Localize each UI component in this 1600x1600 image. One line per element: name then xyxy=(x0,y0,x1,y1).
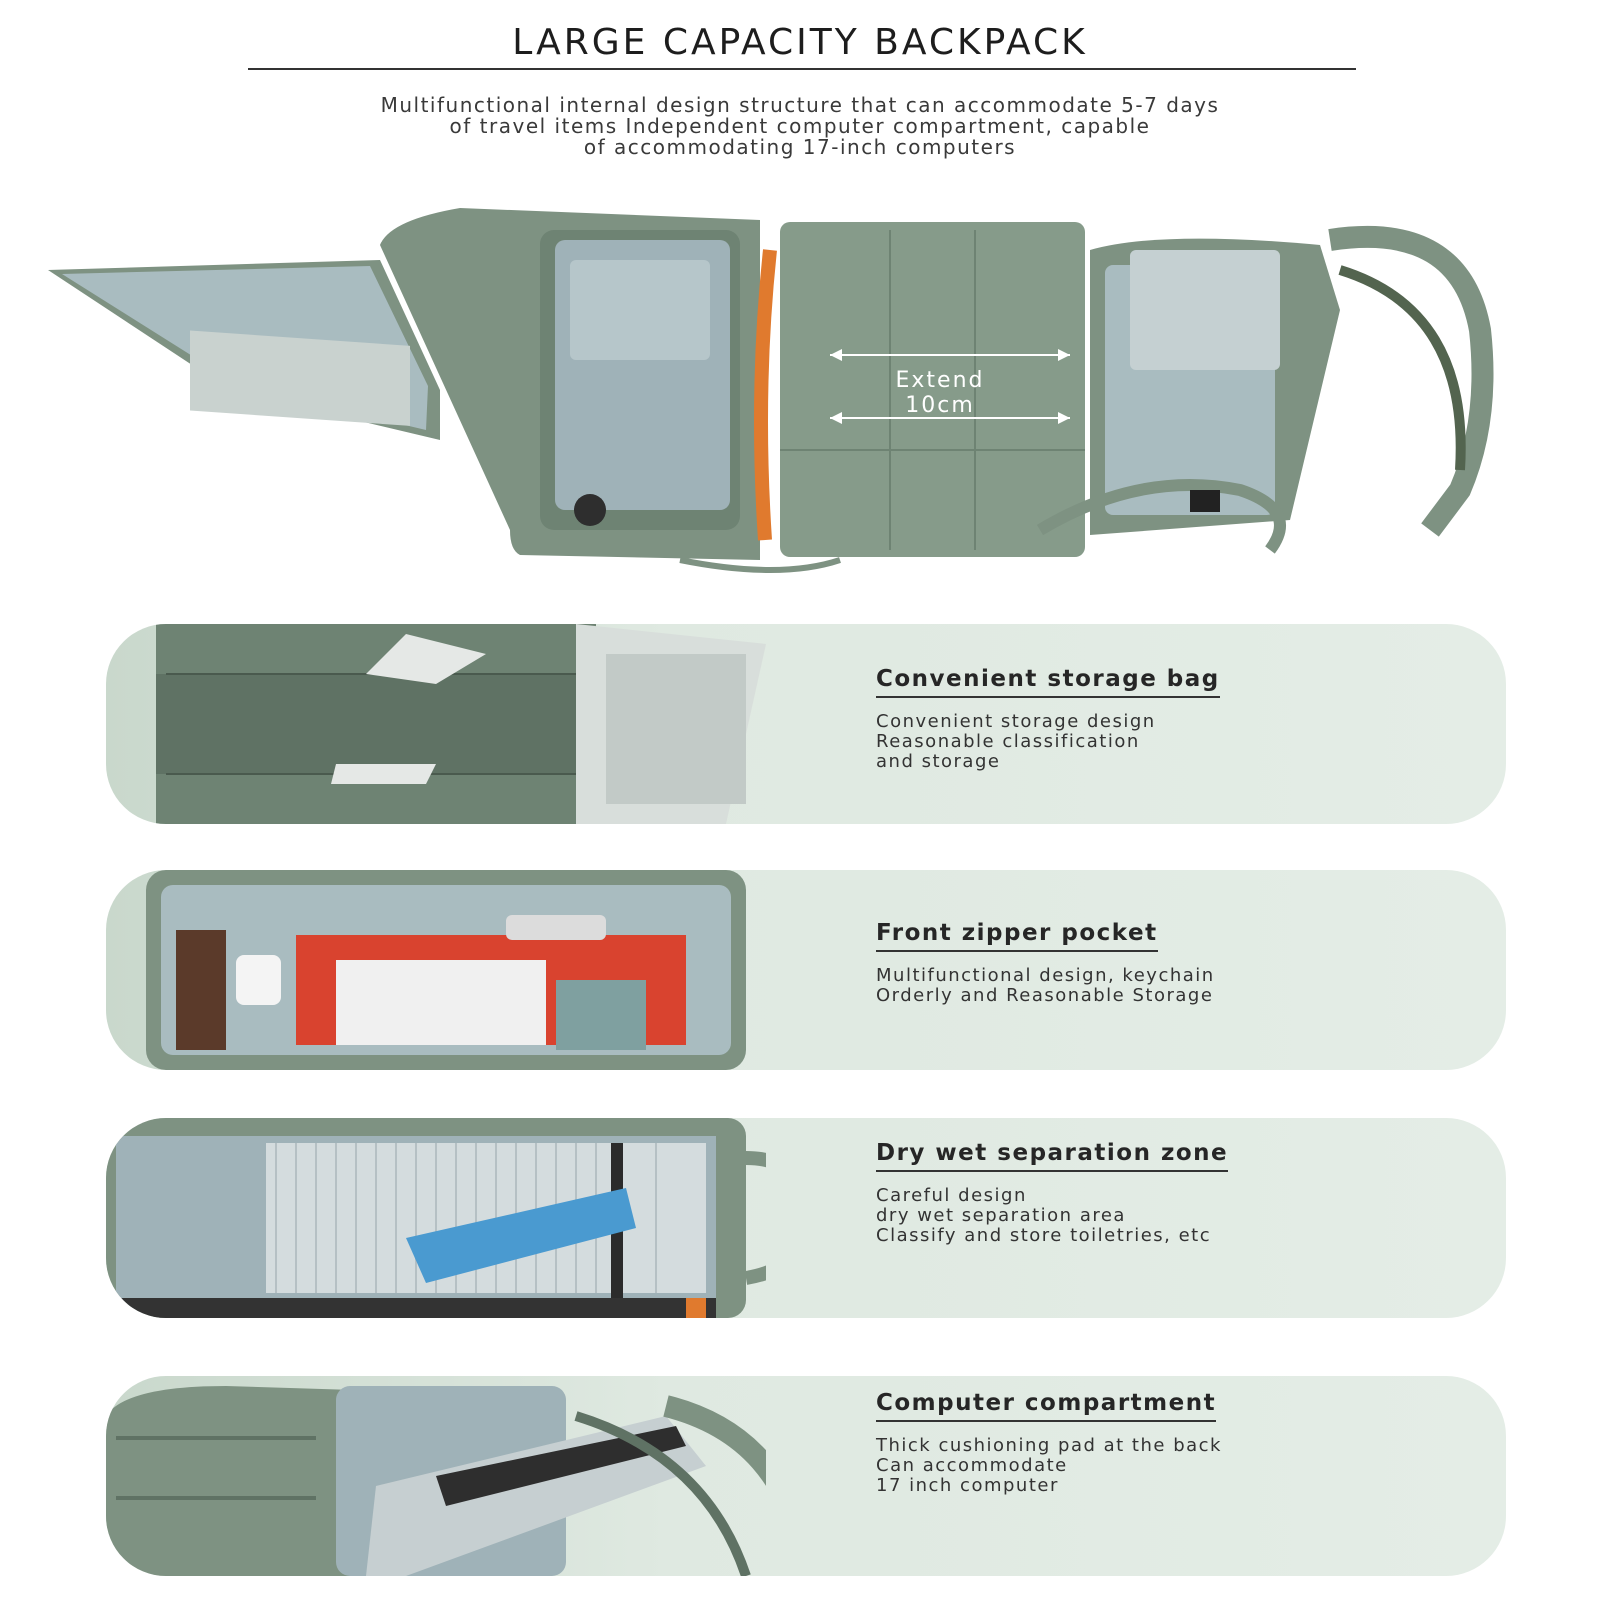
feature-heading: Convenient storage bag xyxy=(876,666,1220,698)
feature-heading: Computer compartment xyxy=(876,1390,1217,1422)
feature-line: Orderly and Reasonable Storage xyxy=(876,985,1214,1006)
feature-line: Careful design xyxy=(876,1185,1027,1206)
backpack-open-illustration: Extend 10cm xyxy=(48,208,1494,573)
feature-description: Multifunctional design, keychain Orderly… xyxy=(876,966,1215,1006)
title-underline xyxy=(248,68,1356,70)
storage-bag-photo xyxy=(156,624,766,824)
feature-line: Convenient storage design xyxy=(876,711,1156,732)
feature-line: and storage xyxy=(876,751,1001,772)
hero-backpack-image: Extend 10cm xyxy=(40,190,1560,600)
feature-line: Reasonable classification xyxy=(876,731,1140,752)
feature-line: Classify and store toiletries, etc xyxy=(876,1225,1212,1246)
intro-line: Multifunctional internal design structur… xyxy=(380,93,1220,117)
feature-description: Convenient storage design Reasonable cla… xyxy=(876,712,1156,772)
extend-label-line1: Extend xyxy=(896,368,985,393)
feature-line: Can accommodate xyxy=(876,1455,1068,1476)
feature-line: dry wet separation area xyxy=(876,1205,1126,1226)
intro-line: of accommodating 17-inch computers xyxy=(583,135,1017,159)
feature-line: Thick cushioning pad at the back xyxy=(876,1435,1222,1456)
intro-text: Multifunctional internal design structur… xyxy=(90,95,1510,158)
feature-description: Careful design dry wet separation area C… xyxy=(876,1186,1211,1246)
dry-wet-zone-photo xyxy=(106,1118,766,1318)
feature-panel-storage-bag: Convenient storage bag Convenient storag… xyxy=(106,624,1506,824)
feature-panel-front-pocket: Front zipper pocket Multifunctional desi… xyxy=(106,870,1506,1070)
extend-label-line2: 10cm xyxy=(905,393,975,418)
feature-heading: Front zipper pocket xyxy=(876,920,1158,952)
feature-heading: Dry wet separation zone xyxy=(876,1140,1229,1172)
feature-line: 17 inch computer xyxy=(876,1475,1059,1496)
feature-panel-computer: Computer compartment Thick cushioning pa… xyxy=(106,1376,1506,1576)
feature-panel-dry-wet: Dry wet separation zone Careful design d… xyxy=(106,1118,1506,1318)
page-title: LARGE CAPACITY BACKPACK xyxy=(512,22,1088,63)
feature-line: Multifunctional design, keychain xyxy=(876,965,1215,986)
intro-line: of travel items Independent computer com… xyxy=(449,114,1151,138)
computer-compartment-photo xyxy=(106,1386,766,1576)
feature-description: Thick cushioning pad at the back Can acc… xyxy=(876,1436,1222,1496)
front-pocket-photo xyxy=(146,870,746,1070)
